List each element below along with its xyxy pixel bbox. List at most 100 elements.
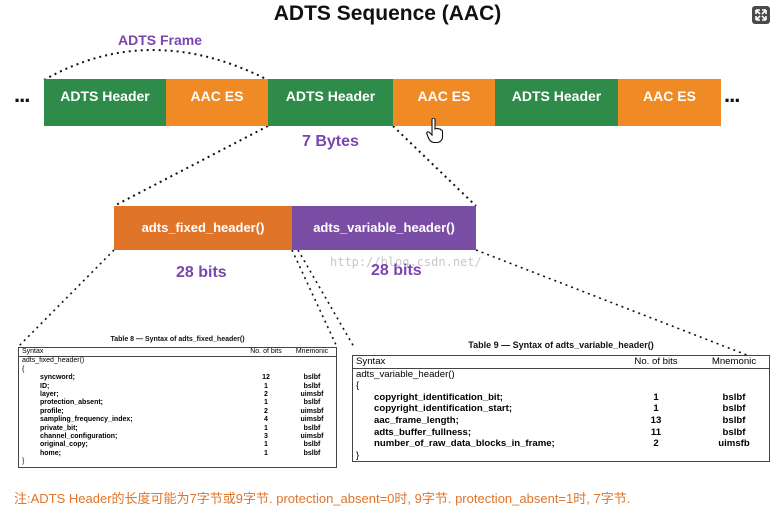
footnote: 注:ADTS Header的长度可能为7字节或9字节. protection_a… xyxy=(14,491,631,506)
field-mnemonic: bslbf xyxy=(722,426,746,438)
field-name: sampling_frequency_index; xyxy=(40,416,133,424)
adts-header-segment: ADTS Header xyxy=(44,79,166,126)
column-header: Syntax xyxy=(356,356,386,367)
table-row: private_bit; 1 bslbf xyxy=(19,425,336,433)
field-bits: 2 xyxy=(264,391,268,399)
field-name: adts_buffer_fullness; xyxy=(374,426,472,438)
syntax-function: adts_variable_header() xyxy=(356,368,455,380)
table-row: adts_fixed_header() xyxy=(19,357,336,365)
watermark-text: http://blog.csdn.net/ xyxy=(330,255,482,269)
field-mnemonic: bslbf xyxy=(303,382,321,390)
field-name: protection_absent; xyxy=(40,399,104,407)
table-header-row: Syntax No. of bits Mnemonic xyxy=(353,356,769,369)
table-row: } xyxy=(19,458,336,466)
header-size-label: 7 Bytes xyxy=(302,133,359,150)
table-row: syncword; 12 bslbf xyxy=(19,374,336,382)
column-header: Mnemonic xyxy=(295,348,329,355)
field-name: aac_frame_length; xyxy=(374,414,459,426)
field-name: copyright_identification_start; xyxy=(374,403,513,415)
syntax-function: adts_fixed_header() xyxy=(22,357,85,365)
fixed-header-bits-label: 28 bits xyxy=(176,264,227,281)
field-name: private_bit; xyxy=(40,424,78,432)
aac-es-segment: AAC ES xyxy=(166,79,268,126)
field-mnemonic: uimsbf xyxy=(300,433,324,441)
table-row: protection_absent; 1 bslbf xyxy=(19,399,336,407)
table-row: adts_variable_header() xyxy=(353,369,769,381)
field-name: original_copy; xyxy=(40,441,88,449)
table-row: aac_frame_length; 13 bslbf xyxy=(353,415,769,427)
table9-variable-header-syntax: Syntax No. of bits Mnemonic adts_variabl… xyxy=(352,355,770,463)
adts-variable-header-box: adts_variable_header() xyxy=(292,206,476,250)
field-mnemonic: uimsbf xyxy=(300,391,324,399)
adts-frame-label: ADTS Frame xyxy=(118,32,203,48)
field-name: number_of_raw_data_blocks_in_frame; xyxy=(374,438,555,450)
field-mnemonic: bslbf xyxy=(303,424,321,432)
field-mnemonic: uimsfb xyxy=(718,438,750,450)
table8-fixed-header-syntax: Syntax No. of bits Mnemonic adts_fixed_h… xyxy=(18,347,337,468)
column-header: No. of bits xyxy=(250,348,282,355)
table-row: original_copy; 1 bslbf xyxy=(19,441,336,449)
table-row: ID; 1 bslbf xyxy=(19,383,336,391)
table-row: { xyxy=(19,366,336,374)
field-name: layer; xyxy=(40,391,59,399)
field-mnemonic: bslbf xyxy=(303,449,321,457)
field-bits: 1 xyxy=(264,441,268,449)
column-header: No. of bits xyxy=(634,356,678,367)
field-bits: 3 xyxy=(264,433,268,441)
field-bits: 1 xyxy=(264,399,268,407)
table-row: profile; 2 uimsbf xyxy=(19,408,336,416)
table-row: layer; 2 uimsbf xyxy=(19,391,336,399)
table-row: home; 1 bslbf xyxy=(19,450,336,458)
table-row: { xyxy=(353,380,769,392)
sequence-ellipsis-right: ... xyxy=(724,82,740,107)
aac-es-segment: AAC ES xyxy=(393,79,495,126)
diagram-title: ADTS Sequence (AAC) xyxy=(273,2,502,25)
field-name: home; xyxy=(40,449,61,457)
aac-es-segment: AAC ES xyxy=(618,79,721,126)
expand-icon[interactable] xyxy=(752,6,770,24)
field-mnemonic: bslbf xyxy=(303,441,321,449)
field-mnemonic: bslbf xyxy=(303,399,321,407)
field-mnemonic: uimsbf xyxy=(300,416,324,424)
field-bits: 1 xyxy=(264,424,268,432)
field-bits: 12 xyxy=(262,374,270,382)
field-bits: 1 xyxy=(653,391,659,403)
table8-caption: Table 8 — Syntax of adts_fixed_header() xyxy=(110,336,245,343)
adts-header-segment: ADTS Header xyxy=(268,79,393,126)
syntax-brace: { xyxy=(356,380,360,392)
field-mnemonic: bslbf xyxy=(722,391,746,403)
field-bits: 1 xyxy=(653,403,659,415)
field-bits: 13 xyxy=(650,414,662,426)
field-name: ID; xyxy=(40,382,50,390)
field-bits: 4 xyxy=(264,416,268,424)
field-bits: 2 xyxy=(264,407,268,415)
column-header: Syntax xyxy=(22,348,44,355)
column-header: Mnemonic xyxy=(711,356,757,367)
field-bits: 11 xyxy=(650,426,662,438)
field-mnemonic: bslbf xyxy=(303,374,321,382)
field-mnemonic: bslbf xyxy=(722,414,746,426)
hand-cursor-icon xyxy=(426,117,444,149)
field-name: profile; xyxy=(40,407,64,415)
field-name: syncword; xyxy=(40,374,76,382)
table-row: adts_buffer_fullness; 11 bslbf xyxy=(353,427,769,439)
field-name: channel_configuration; xyxy=(40,433,118,441)
syntax-brace: } xyxy=(356,449,360,461)
table-header-row: Syntax No. of bits Mnemonic xyxy=(19,348,336,358)
table9-caption: Table 9 — Syntax of adts_variable_header… xyxy=(468,340,654,350)
sequence-ellipsis-left: ... xyxy=(14,82,30,107)
table-row: channel_configuration; 3 uimsbf xyxy=(19,433,336,441)
adts-header-segment: ADTS Header xyxy=(495,79,618,126)
field-bits: 1 xyxy=(264,449,268,457)
table-row: sampling_frequency_index; 4 uimsbf xyxy=(19,416,336,424)
table-row: } xyxy=(353,450,769,462)
field-mnemonic: uimsbf xyxy=(300,407,324,415)
adts-fixed-header-box: adts_fixed_header() xyxy=(114,206,292,250)
syntax-brace: } xyxy=(22,458,25,466)
field-bits: 1 xyxy=(264,382,268,390)
variable-header-bits-label: 28 bits xyxy=(371,262,422,279)
